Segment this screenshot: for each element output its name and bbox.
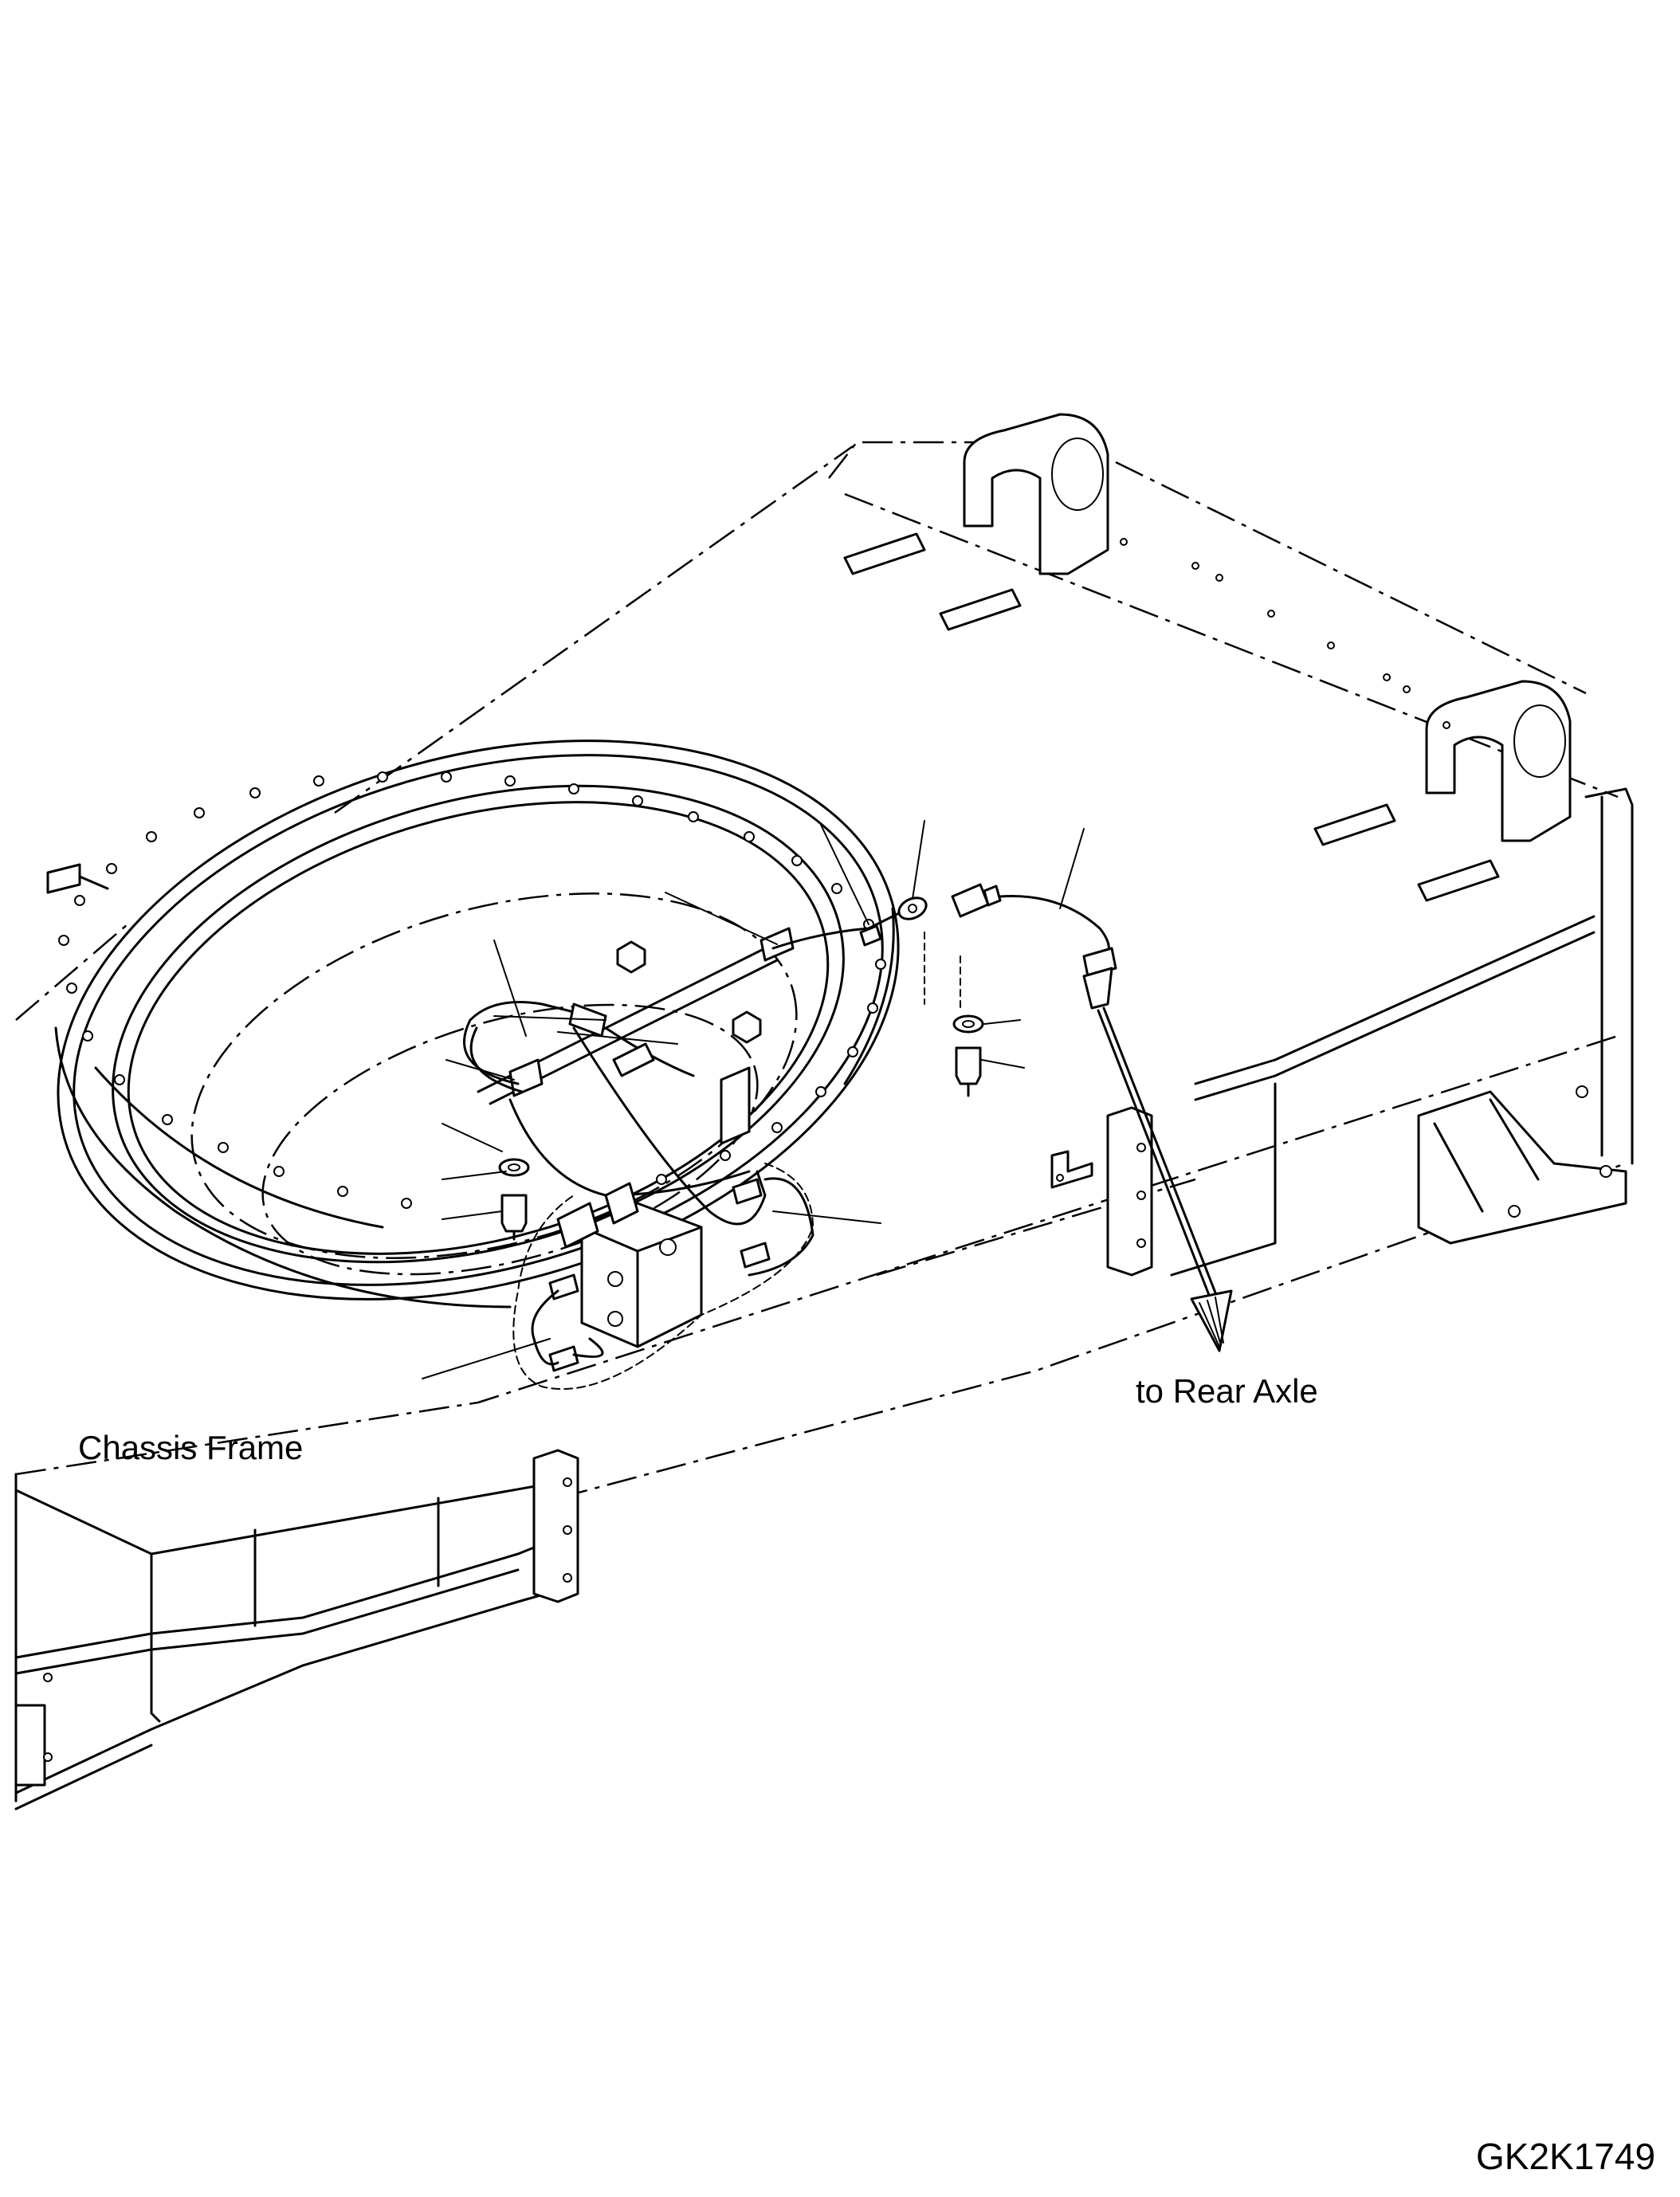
drawing-code-label: GK2K1749 bbox=[1476, 2136, 1656, 2177]
wiring-harness bbox=[463, 883, 1233, 1390]
ring-bolt-holes bbox=[58, 771, 886, 1209]
slewing-ring bbox=[54, 740, 900, 1308]
chassis-frame bbox=[14, 413, 1634, 1811]
to-rear-axle-label: to Rear Axle bbox=[1136, 1372, 1318, 1410]
chassis-frame-label: Chassis Frame bbox=[78, 1429, 304, 1466]
leader-lines bbox=[422, 820, 1085, 1379]
frame-holes bbox=[1120, 538, 1450, 729]
